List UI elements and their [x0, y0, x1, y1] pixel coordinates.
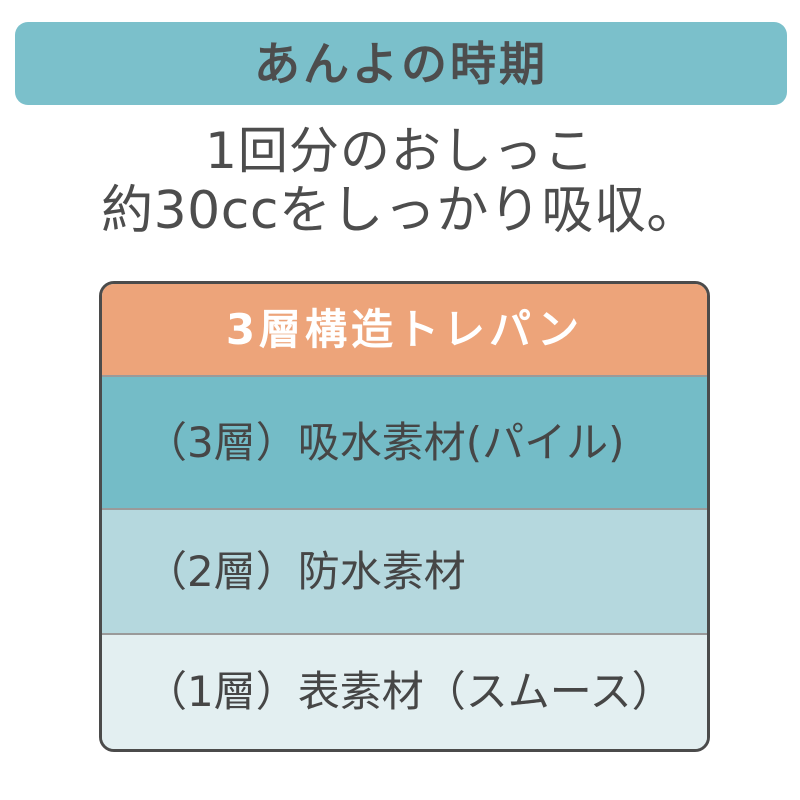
lead-line-1: 1回分のおしっこ [205, 122, 595, 180]
section-title-text: あんよの時期 [254, 36, 548, 91]
layer-row-2: （2層）防水素材 [102, 510, 707, 635]
layer-row-2-label: （2層）防水素材 [145, 546, 466, 596]
lead-copy: 1回分のおしっこ 約30ccをしっかり吸収。 [0, 121, 800, 241]
layer-card-header: 3層構造トレパン [102, 284, 707, 377]
layer-card-title: 3層構造トレパン [225, 304, 584, 354]
layer-row-3: （3層）吸水素材(パイル) [102, 377, 707, 510]
layer-structure-card: 3層構造トレパン （3層）吸水素材(パイル) （2層）防水素材 （1層）表素材（… [99, 281, 710, 752]
layer-row-3-label: （3層）吸水素材(パイル) [145, 417, 625, 467]
lead-line-2: 約30ccをしっかり吸収。 [101, 181, 699, 241]
layer-row-1: （1層）表素材（スムース） [102, 635, 707, 749]
section-title-badge: あんよの時期 [15, 22, 787, 105]
layer-row-1-label: （1層）表素材（スムース） [145, 667, 674, 716]
